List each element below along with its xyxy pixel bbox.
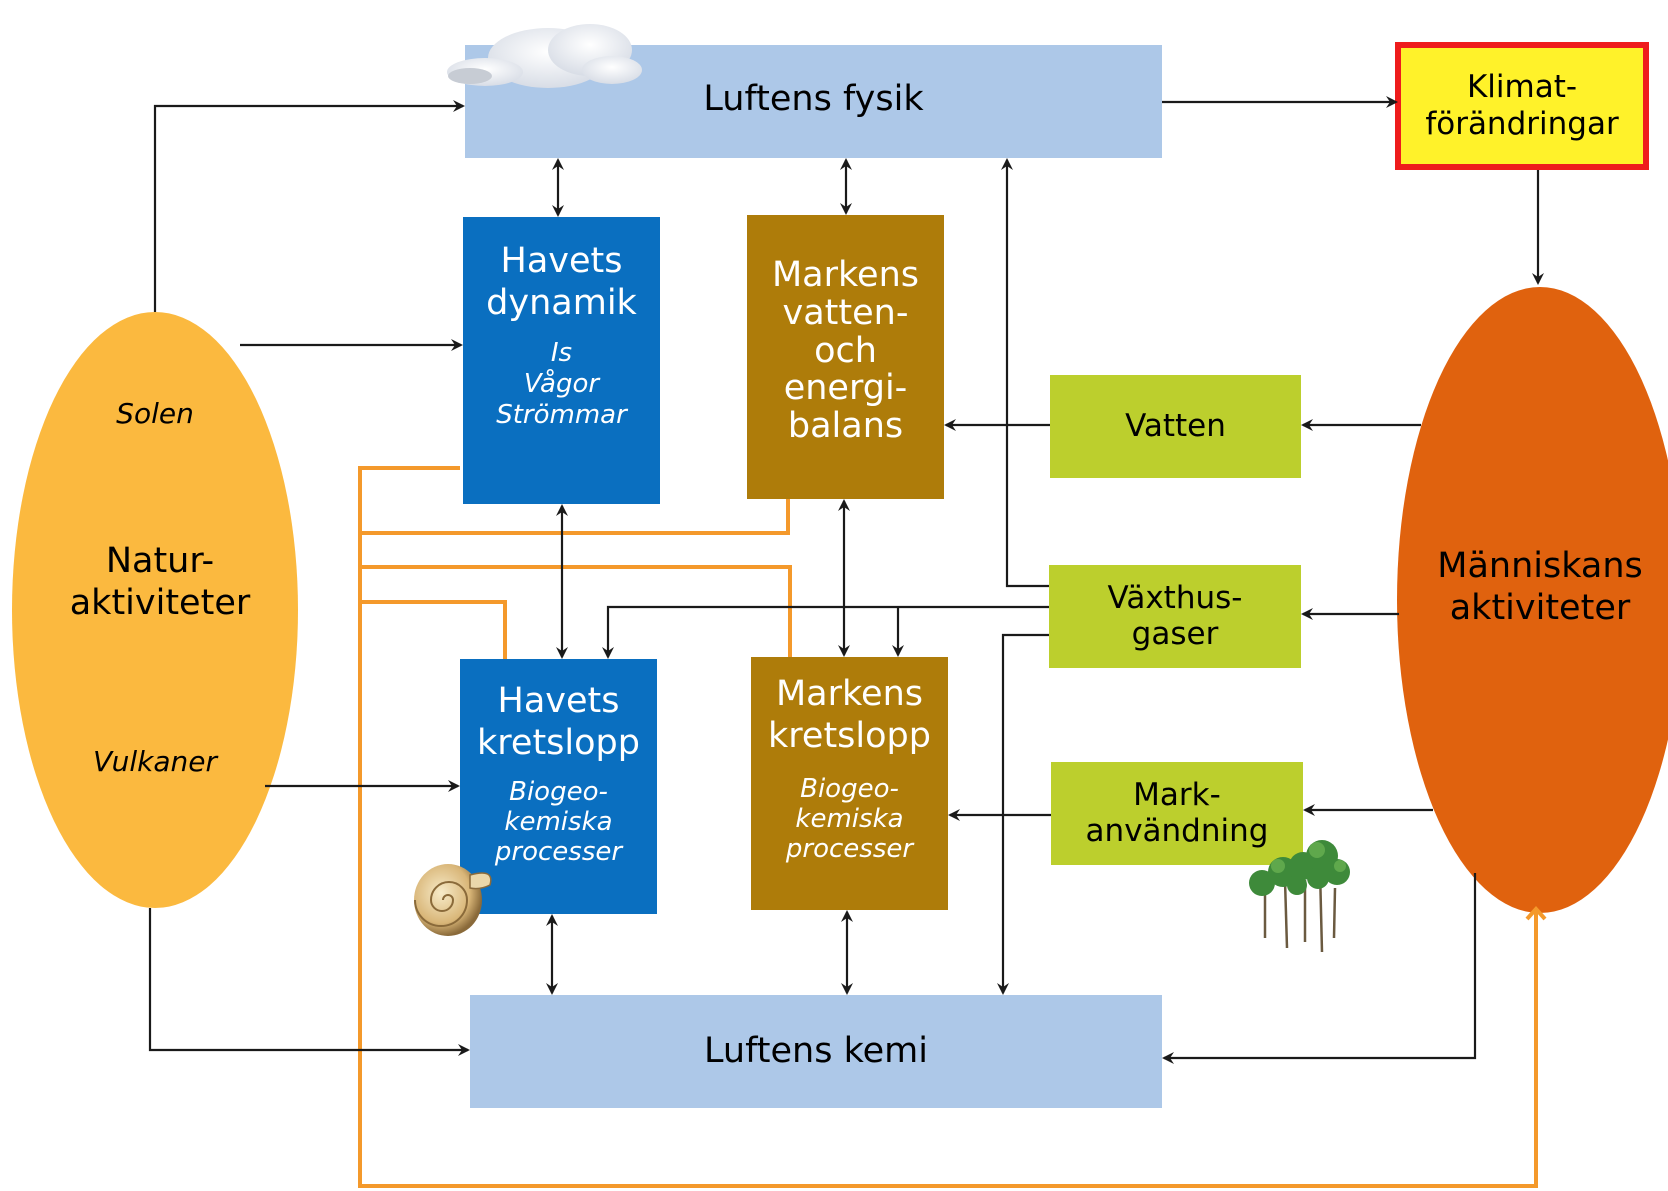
nautilus-shell-icon — [414, 864, 492, 936]
havets-dynamik-label: Havets dynamik Is Vågor Strömmar — [463, 240, 660, 432]
markens-balans-label: Markens vatten- och energi- balans — [747, 255, 944, 447]
natur-solen-label: Solen — [116, 397, 194, 430]
luftens-fysik-label: Luftens fysik — [703, 79, 924, 119]
vaxthusgaser-line2: gaser — [1131, 615, 1219, 652]
markens-kretslopp-sub3: processer — [785, 833, 914, 864]
markens-balans-line1: Markens — [771, 255, 919, 295]
markens-balans-line4: energi- — [783, 368, 908, 409]
markens-balans-line5: balans — [787, 406, 904, 447]
markens-balans-line2: vatten- — [782, 292, 909, 333]
vaxthusgaser-label: Växthus- gaser — [1049, 565, 1301, 668]
luftens-kemi-box — [470, 995, 1162, 1108]
havets-kretslopp-box — [460, 659, 657, 914]
vaxthusgaser-box — [1049, 565, 1301, 668]
havets-kretslopp-sub2: kemiska — [504, 806, 613, 837]
markanvandning-line1: Mark- — [1133, 776, 1221, 813]
havets-dynamik-line1: Havets — [500, 241, 623, 281]
havets-dynamik-sub1: Is — [550, 338, 573, 368]
markens-kretslopp-line1: Markens — [775, 674, 923, 714]
trees-icon — [1249, 840, 1350, 953]
markens-kretslopp-line2: kretslopp — [768, 716, 931, 756]
markens-balans-line3: och — [814, 330, 877, 371]
klimat-line2: förändringar — [1425, 106, 1619, 142]
havets-dynamik-line2: dynamik — [486, 283, 637, 323]
arrows — [148, 96, 1544, 1064]
markanvandning-label: Mark- användning — [1051, 762, 1303, 865]
naturaktiviteter-label: Natur- aktiviteter — [20, 540, 300, 624]
manniska-line2: aktiviteter — [1449, 588, 1631, 628]
vatten-label: Vatten — [1125, 407, 1226, 444]
manniska-line1: Människans — [1437, 546, 1643, 586]
natur-line1: Natur- — [105, 541, 215, 581]
vatten-box — [1050, 375, 1301, 478]
markens-kretslopp-sub2: kemiska — [795, 803, 904, 834]
markens-kretslopp-label: Markens kretslopp Biogeo- kemiska proces… — [751, 673, 948, 865]
havets-kretslopp-label: Havets kretslopp Biogeo- kemiska process… — [460, 680, 657, 868]
havets-kretslopp-sub3: processer — [494, 836, 623, 867]
havets-kretslopp-sub1: Biogeo- — [509, 777, 608, 807]
cloud-icon — [447, 24, 642, 88]
manniskans-aktiviteter-label: Människans aktiviteter — [1397, 545, 1668, 629]
markens-kretslopp-box — [751, 657, 948, 910]
feedback-paths — [358, 466, 1547, 1188]
vaxthusgaser-line1: Växthus- — [1107, 579, 1243, 616]
havets-dynamik-sub2: Vågor — [523, 369, 600, 400]
klimat-line1: Klimat- — [1466, 68, 1578, 105]
markanvandning-box — [1051, 762, 1303, 865]
markens-kretslopp-sub1: Biogeo- — [800, 774, 899, 804]
luftens-kemi-label: Luftens kemi — [704, 1031, 928, 1071]
havets-kretslopp-line2: kretslopp — [477, 723, 640, 763]
klimat-box — [1395, 42, 1649, 170]
markens-balans-box — [747, 215, 944, 499]
markanvandning-line2: användning — [1085, 812, 1269, 849]
havets-dynamik-sub3: Strömmar — [496, 400, 627, 431]
naturaktiviteter-ellipse — [12, 312, 298, 908]
havets-dynamik-box — [463, 217, 660, 504]
havets-kretslopp-line1: Havets — [497, 681, 620, 721]
klimat-label: Klimat- förändringar — [1398, 45, 1646, 167]
natur-line2: aktiviteter — [69, 583, 251, 623]
manniskans-aktiviteter-ellipse — [1397, 287, 1668, 913]
natur-vulkaner-label: Vulkaner — [92, 745, 218, 778]
